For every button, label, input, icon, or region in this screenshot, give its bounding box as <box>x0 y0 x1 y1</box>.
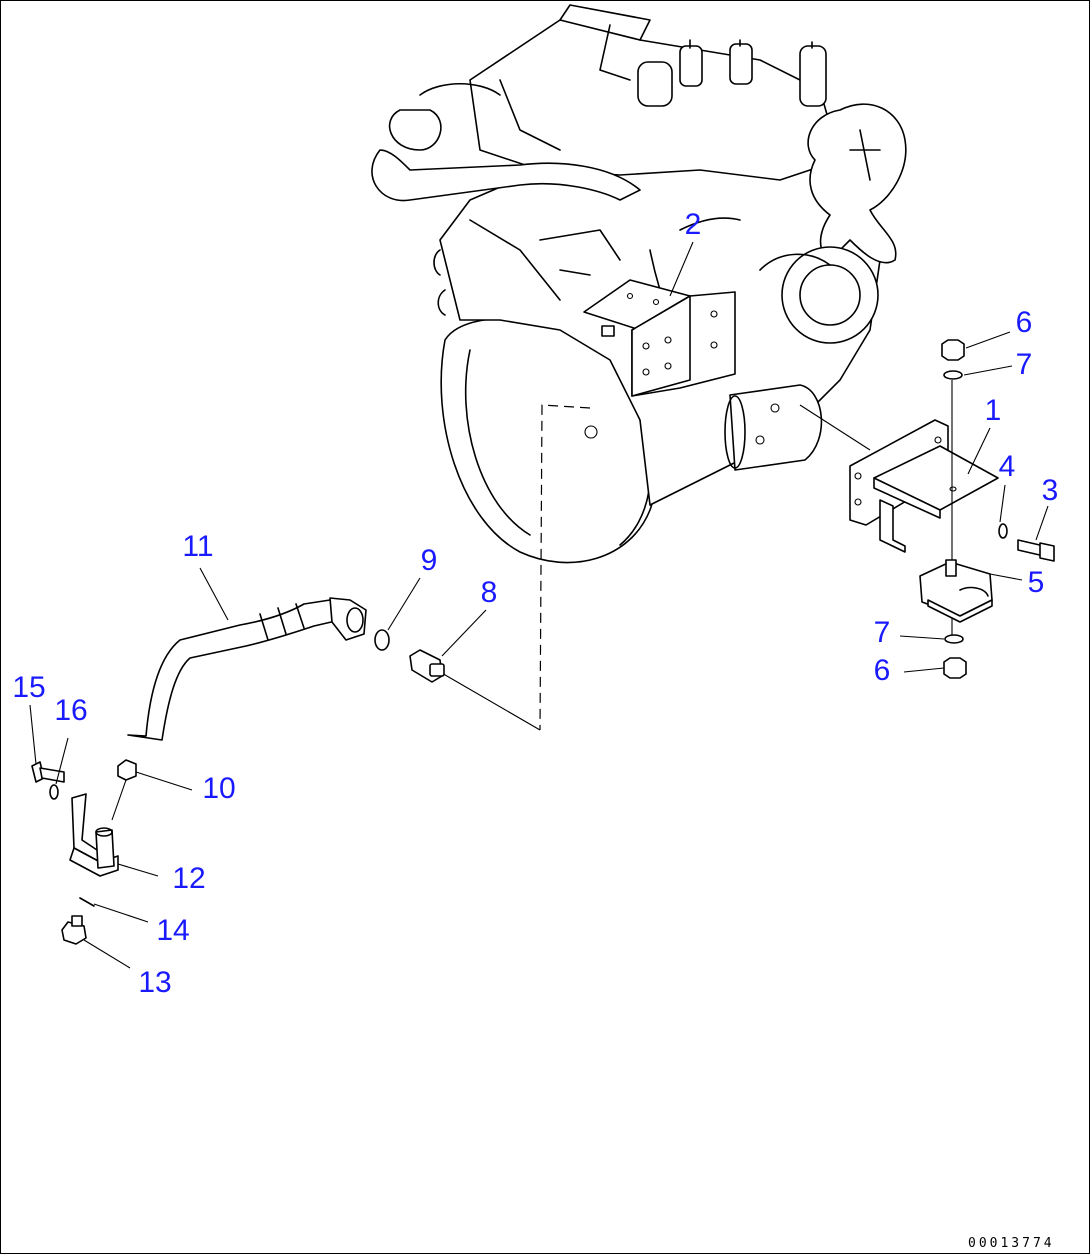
washer-7-bottom <box>944 634 964 644</box>
hose-11 <box>127 597 367 741</box>
washer-7-top <box>943 370 963 380</box>
part-labels: 2 1 4 3 5 6 7 7 6 8 9 10 11 12 13 14 15 … <box>12 208 1058 999</box>
rubber-mount-5 <box>919 559 993 623</box>
washer-4 <box>998 523 1008 539</box>
label-part-8: 8 <box>481 576 498 609</box>
label-part-7-top: 7 <box>1016 348 1033 381</box>
label-part-5: 5 <box>1028 566 1045 599</box>
bracket-12 <box>69 793 119 877</box>
document-number: 00013774 <box>968 1236 1055 1251</box>
label-part-11: 11 <box>182 530 213 563</box>
label-part-13: 13 <box>138 966 171 999</box>
banjo-bolt-10 <box>111 759 137 821</box>
leader-lines <box>29 241 1049 969</box>
label-part-4: 4 <box>999 450 1016 483</box>
nut-6-bottom <box>943 657 967 679</box>
front-mount-bracket <box>583 279 736 397</box>
washer-14 <box>79 897 95 907</box>
rear-mount-bracket <box>799 380 999 640</box>
washer-16 <box>49 784 59 800</box>
elbow-8 <box>409 649 445 683</box>
nut-6-top <box>941 339 965 361</box>
label-part-10: 10 <box>202 772 235 805</box>
bolt-15 <box>31 761 65 783</box>
label-part-7-bottom: 7 <box>874 616 891 649</box>
bolt-3 <box>1017 539 1055 562</box>
plug-13 <box>61 915 87 945</box>
label-part-1: 1 <box>985 394 1002 427</box>
label-part-9: 9 <box>421 544 438 577</box>
label-part-16: 16 <box>54 694 87 727</box>
label-part-15: 15 <box>12 671 45 704</box>
label-part-6-bottom: 6 <box>874 654 891 687</box>
label-part-14: 14 <box>156 914 189 947</box>
label-part-3: 3 <box>1042 474 1059 507</box>
label-part-6-top: 6 <box>1016 306 1033 339</box>
label-part-2: 2 <box>685 208 702 241</box>
label-part-12: 12 <box>172 862 205 895</box>
oring-9 <box>374 629 390 651</box>
